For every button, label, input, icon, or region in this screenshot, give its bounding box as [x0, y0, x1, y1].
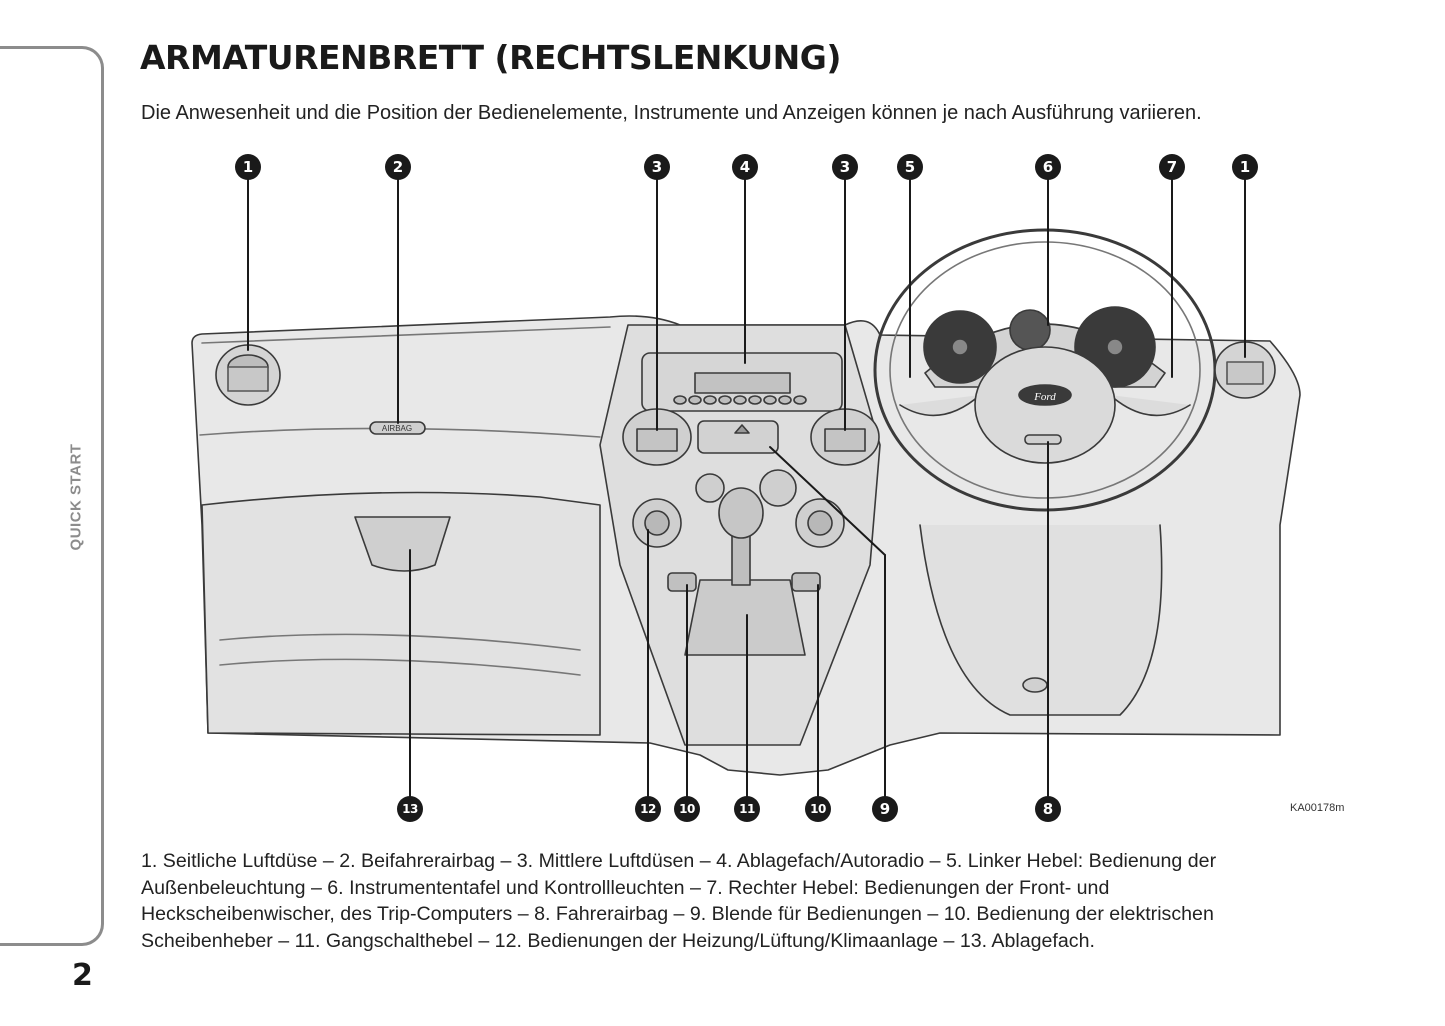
glovebox [201, 491, 601, 736]
legend-text: 1. Seitliche Luftdüse – 2. Beifahrerairb… [141, 850, 1217, 952]
callout-leaders [247, 178, 1246, 798]
passenger-airbag-text: AIRBAG [382, 424, 412, 433]
page-title: ARMATURENBRETT (RECHTSLENKUNG) [140, 38, 841, 77]
side-tab [0, 46, 104, 946]
callout-1-right: 1 [1232, 154, 1258, 180]
callout-11: 11 [734, 796, 760, 822]
figure-code: KA00178m [1290, 802, 1345, 814]
callout-9: 9 [872, 796, 898, 822]
callout-3-right: 3 [832, 154, 858, 180]
callout-1-left: 1 [235, 154, 261, 180]
heater-knob-mid [759, 469, 797, 507]
window-switch-right [791, 572, 821, 592]
ford-logo-text: Ford [1033, 391, 1056, 403]
side-tab-label: QUICK START [67, 443, 85, 551]
callout-4: 4 [732, 154, 758, 180]
dashboard-illustration: AIRBAG [180, 145, 1360, 835]
callout-10-left: 10 [674, 796, 700, 822]
callout-5: 5 [897, 154, 923, 180]
ford-logo [1018, 384, 1072, 406]
window-switch-left [667, 572, 697, 592]
callout-2: 2 [385, 154, 411, 180]
radio-buttons [673, 395, 807, 405]
gear-boot [684, 579, 806, 656]
intro-text: Die Anwesenheit und die Position der Bed… [141, 102, 1202, 124]
page-number: 2 [72, 958, 93, 993]
callout-13: 13 [397, 796, 423, 822]
switch-panel [697, 420, 779, 454]
callout-8: 8 [1035, 796, 1061, 822]
glovebox-handle [354, 516, 451, 572]
gear-knob [718, 487, 764, 539]
callout-7: 7 [1159, 154, 1185, 180]
callout-6: 6 [1035, 154, 1061, 180]
driver-airbag-badge [1024, 434, 1062, 445]
callout-3-left: 3 [644, 154, 670, 180]
callout-12: 12 [635, 796, 661, 822]
callout-10-right: 10 [805, 796, 831, 822]
dashboard-drawing: AIRBAG [191, 178, 1301, 798]
